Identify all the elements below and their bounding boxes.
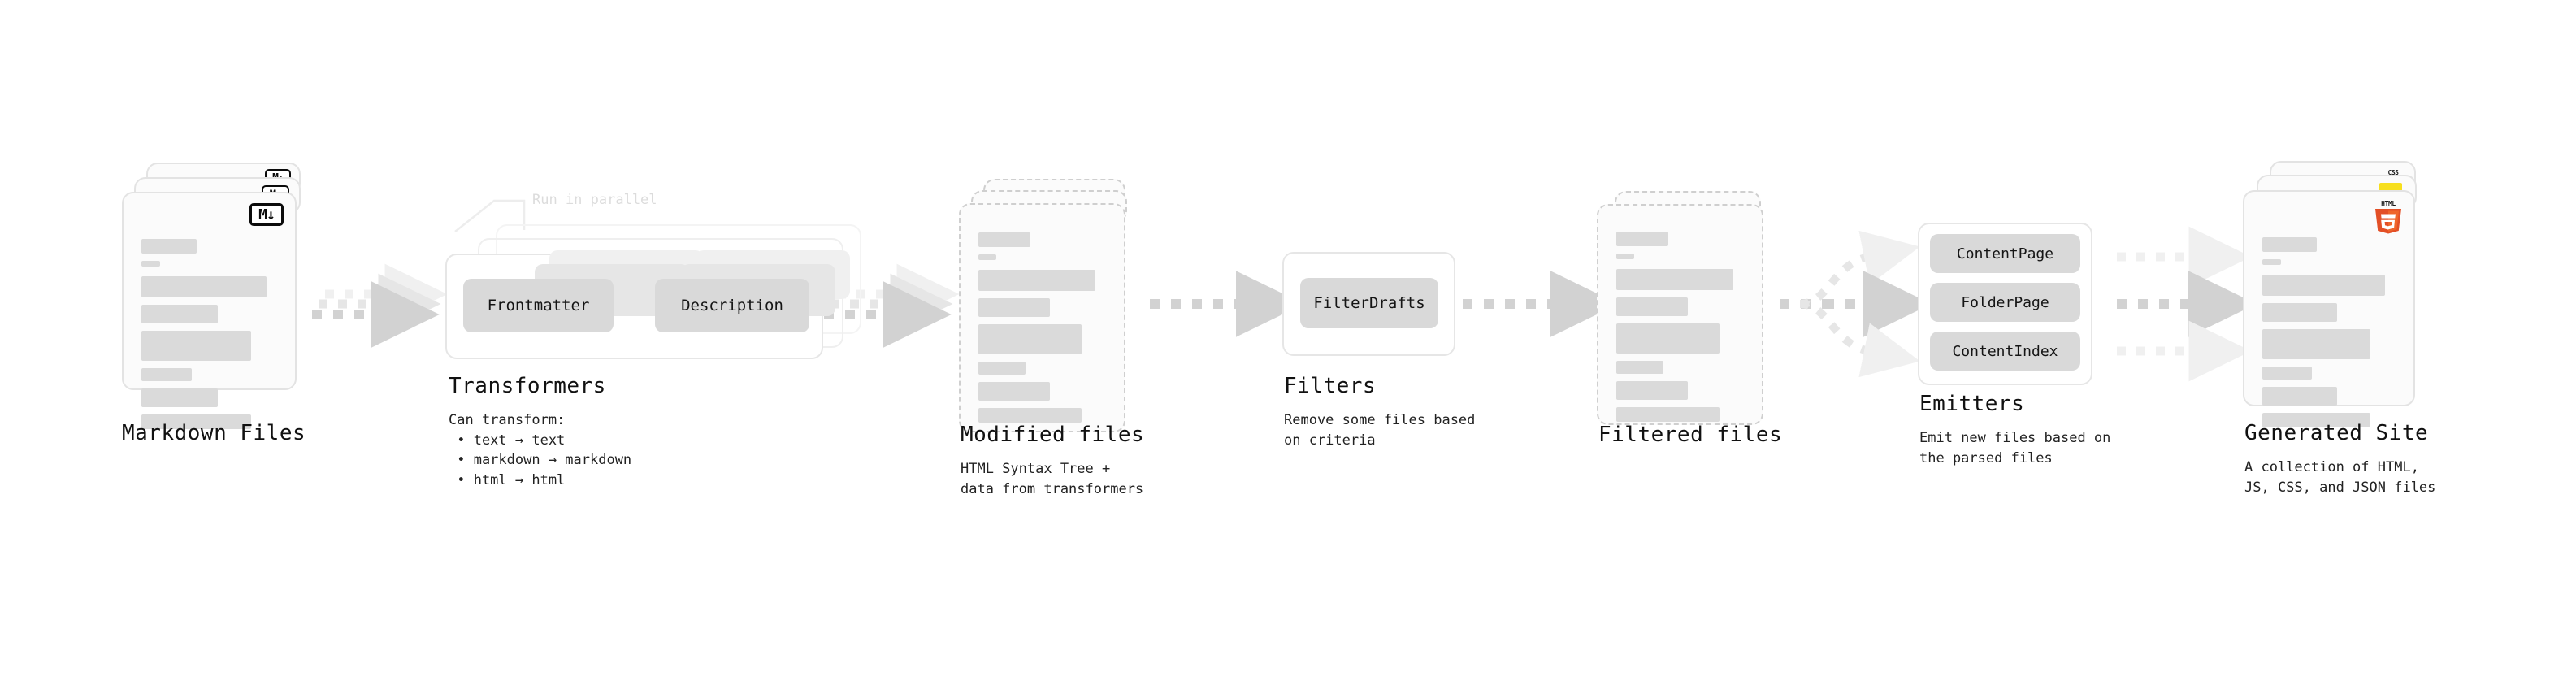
placeholder-bar <box>1616 381 1688 400</box>
placeholder-bar <box>1616 232 1669 246</box>
markdown-files-title: Markdown Files <box>122 421 306 445</box>
stage-markdown-files: M↓ M↓ M↓ <box>122 163 313 429</box>
emitters-subtitle: Emit new files based on the parsed files <box>1919 430 2111 466</box>
placeholder-bar <box>2262 275 2385 296</box>
emitters-title: Emitters <box>1919 392 2025 416</box>
placeholder-bar <box>1616 297 1688 316</box>
placeholder-bar <box>141 261 161 267</box>
placeholder-bar <box>2262 367 2312 380</box>
placeholder-bar <box>1616 361 1664 374</box>
transformer-plugin-frontmatter[interactable]: Frontmatter <box>463 279 614 332</box>
generated-site-card-front: HTML <box>2243 190 2415 427</box>
placeholder-bar <box>141 239 197 254</box>
generated-site-subtitle: A collection of HTML, JS, CSS, and JSON … <box>2244 459 2436 496</box>
filters-title: Filters <box>1284 374 1377 398</box>
connector-filtered-to-emitters <box>1780 230 1932 378</box>
generated-site-title: Generated Site <box>2244 421 2429 445</box>
connector-emitters-to-site <box>2117 226 2257 382</box>
filtered-card-front <box>1597 204 1763 425</box>
emitter-plugin-contentindex[interactable]: ContentIndex <box>1930 332 2080 371</box>
placeholder-bar <box>1616 407 1720 422</box>
svg-text:HTML: HTML <box>2381 200 2396 207</box>
transformer-plugin-description[interactable]: Description <box>655 279 809 332</box>
emitter-plugin-contentpage[interactable]: ContentPage <box>1930 234 2080 273</box>
modified-files-title: Modified files <box>961 423 1145 447</box>
emitter-plugin-folderpage[interactable]: FolderPage <box>1930 283 2080 322</box>
generated-site-card-stack: CSS HTML <box>2243 161 2438 427</box>
stage-generated-site: CSS HTML <box>2243 161 2438 427</box>
placeholder-bar <box>978 298 1050 317</box>
placeholder-bar <box>141 305 218 323</box>
placeholder-bar <box>1616 323 1720 354</box>
modified-card-front <box>959 203 1125 432</box>
placeholder-bar <box>2262 237 2318 252</box>
placeholder-bar <box>141 276 267 297</box>
placeholder-bar <box>978 270 1096 291</box>
filtered-card-stack <box>1597 191 1780 427</box>
html5-icon: HTML <box>2375 200 2401 234</box>
transformers-title: Transformers <box>449 374 606 398</box>
placeholder-bar <box>141 414 252 429</box>
placeholder-bar <box>2262 329 2370 359</box>
filtered-files-title: Filtered files <box>1598 423 1783 447</box>
stage-filtered-files <box>1597 191 1780 427</box>
placeholder-bar <box>2262 387 2337 406</box>
markdown-placeholder-lines <box>141 239 277 436</box>
placeholder-bar <box>978 232 1031 247</box>
placeholder-bar <box>2262 303 2337 322</box>
placeholder-bar <box>141 368 192 381</box>
stage-modified-files <box>959 179 1142 432</box>
transformers-subtitle: Can transform: • text → text • markdown … <box>449 412 632 488</box>
filter-plugin-filterdrafts[interactable]: FilterDrafts <box>1300 278 1438 328</box>
filters-subtitle: Remove some files based on criteria <box>1284 412 1476 449</box>
placeholder-bar <box>2262 413 2370 427</box>
placeholder-bar <box>978 382 1050 401</box>
placeholder-bar <box>141 388 218 407</box>
placeholder-bar <box>2262 259 2281 265</box>
modified-files-subtitle: HTML Syntax Tree + data from transformer… <box>961 461 1144 497</box>
placeholder-bar <box>978 254 996 260</box>
placeholder-bar <box>978 324 1082 354</box>
modified-card-stack <box>959 179 1142 432</box>
placeholder-bar <box>1616 269 1734 290</box>
placeholder-bar <box>1616 254 1634 259</box>
generated-site-placeholder-lines <box>2262 237 2396 435</box>
filtered-placeholder-lines <box>1616 232 1744 429</box>
placeholder-bar <box>141 331 252 361</box>
markdown-card-front: M↓ <box>122 192 297 429</box>
placeholder-bar <box>978 362 1026 375</box>
markdown-card-stack: M↓ M↓ M↓ <box>122 163 313 429</box>
modified-placeholder-lines <box>978 232 1106 430</box>
connector-md-to-transformers <box>312 263 448 348</box>
run-in-parallel-annotation: Run in parallel <box>532 192 657 208</box>
placeholder-bar <box>978 408 1082 423</box>
css3-icon-label: CSS <box>2387 169 2399 176</box>
markdown-icon: M↓ <box>249 203 284 226</box>
